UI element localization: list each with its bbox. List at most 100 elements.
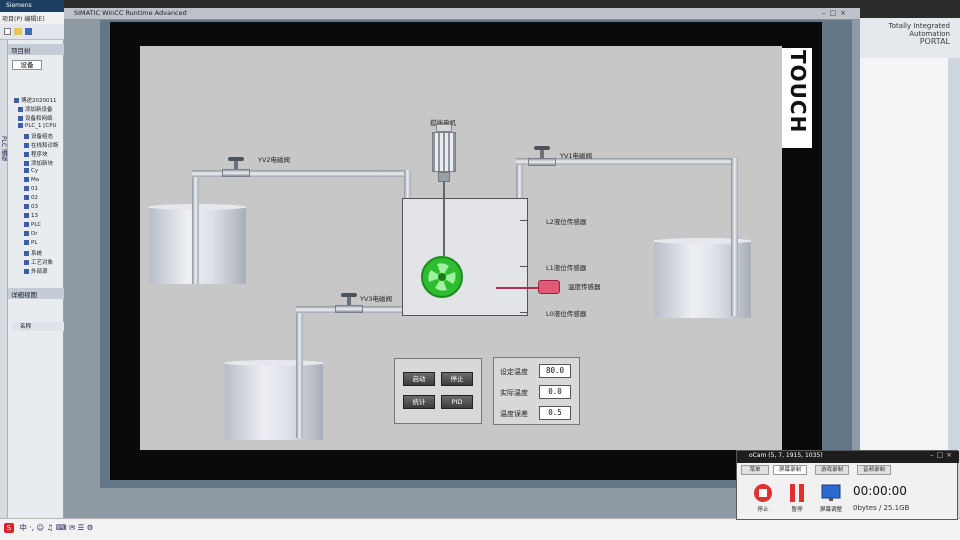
motor-base (438, 172, 450, 182)
tree-item[interactable]: 系统 (12, 249, 64, 257)
tia-project-pane: Siemens 项目(P) 编辑(E) PLC 编程 项目树 设备 博途2020… (0, 0, 64, 520)
ocam-window-controls[interactable]: –□× (930, 451, 955, 459)
tree-item-label: 13 (31, 213, 38, 219)
details-column-name: 名称 (12, 322, 64, 331)
tree-node-icon (24, 177, 29, 182)
valve-yv1-label: YV1电磁阀 (560, 152, 593, 160)
ocam-stop-label: 停止 (757, 507, 769, 513)
taskbar-tray-items[interactable]: 中 ·, ☺ ♫ ⌨ ✉ ☰ ⚙ (19, 523, 94, 532)
valve-yv1[interactable] (528, 146, 556, 166)
set-temp-field[interactable]: 80.0 (539, 364, 571, 378)
count-button[interactable]: 统计 (403, 395, 435, 409)
tree-item-label: PL (31, 240, 38, 246)
stir-motor[interactable] (432, 124, 456, 182)
valve-yv2[interactable] (222, 157, 250, 177)
sensor-l1-tick (520, 266, 528, 267)
tree-item[interactable]: PLC (12, 222, 64, 230)
temp-error-label: 温度误差 (500, 410, 528, 418)
tree-node-icon (24, 168, 29, 173)
tree-item-label: 设备组态 (31, 134, 54, 140)
tia-title: Siemens (6, 2, 32, 9)
valve-yv3[interactable] (335, 293, 363, 313)
tree-item-label: 外部源 (31, 269, 48, 275)
tree-node-icon (24, 231, 29, 236)
details-view-header[interactable]: 详细视图 (8, 288, 64, 299)
valve-handle (228, 157, 244, 161)
tree-item[interactable]: 添加新设备 (12, 105, 64, 113)
valve-stem (347, 296, 351, 305)
tree-item[interactable]: 13 (12, 213, 64, 221)
tree-item[interactable]: 程序块 (12, 150, 64, 158)
tree-item[interactable]: 外部源 (12, 267, 64, 275)
tree-item[interactable]: Dr (12, 231, 64, 239)
tia-task-vertical-tabs[interactable] (948, 58, 960, 518)
parameter-panel: 设定温度 80.0 实际温度 0.0 温度误差 0.5 (493, 357, 580, 425)
maximize-icon[interactable]: □ (829, 9, 841, 17)
tree-item[interactable]: 01 (12, 186, 64, 194)
stop-button[interactable]: 停止 (441, 372, 473, 386)
motor-barrel (432, 132, 456, 172)
tree-item-label: Dr (31, 231, 38, 237)
tree-item[interactable]: 设备和网络 (12, 114, 64, 122)
sensor-l2-label: L2液位传感器 (546, 218, 587, 226)
save-icon[interactable] (25, 28, 32, 35)
vertical-tab-plc[interactable]: PLC 编程 (0, 136, 7, 162)
open-folder-icon[interactable] (14, 28, 22, 35)
window-controls[interactable]: –□× (822, 9, 850, 17)
sensor-l1-label: L1液位传感器 (546, 264, 587, 272)
tree-item[interactable]: Ma (12, 177, 64, 185)
panel-brand-text: TOUCH (786, 50, 810, 134)
tree-item[interactable]: 设备组态 (12, 132, 64, 140)
close-icon[interactable]: × (840, 9, 850, 17)
tree-node-icon (18, 116, 23, 121)
tree-item-label: 博途2020011 (21, 98, 57, 104)
temp-probe-head (538, 280, 560, 294)
pause-icon (790, 484, 804, 502)
tree-item[interactable]: PL (12, 240, 64, 248)
ocam-title: oCam (5, 7, 1915, 1035) (749, 452, 823, 459)
tree-item-label: 在线和诊断 (31, 143, 59, 149)
tree-item-label: 02 (31, 195, 38, 201)
tree-item[interactable]: 工艺对象 (12, 258, 64, 266)
tree-node-icon (14, 98, 19, 103)
tia-toolbar[interactable] (0, 24, 64, 40)
tree-node-icon (24, 204, 29, 209)
tree-node-icon (24, 260, 29, 265)
ocam-tab-game-record[interactable]: 游戏录制 (815, 465, 849, 475)
tree-item[interactable]: 添加新块 (12, 159, 64, 167)
tree-item[interactable]: 03 (12, 204, 64, 212)
new-project-icon[interactable] (4, 28, 11, 35)
tree-item[interactable]: 02 (12, 195, 64, 203)
project-tree-header: 项目树 (8, 44, 64, 55)
tree-node-icon (24, 143, 29, 148)
tree-item[interactable]: 博途2020011 (12, 96, 64, 104)
taskbar: S 中 ·, ☺ ♫ ⌨ ✉ ☰ ⚙ (0, 518, 960, 540)
sogou-ime-icon[interactable]: S (4, 523, 14, 533)
tree-item[interactable]: PLC_1 [CPU (12, 123, 64, 131)
ocam-tab-screen-record[interactable]: 屏幕录制 (773, 465, 807, 475)
tree-node-icon (24, 152, 29, 157)
ocam-stop-button[interactable]: 停止 (749, 483, 777, 519)
pid-button[interactable]: PID (441, 395, 473, 409)
minimize-icon[interactable]: – (822, 9, 830, 17)
runtime-titlebar[interactable]: SIMATIC WinCC Runtime Advanced –□× (64, 8, 860, 20)
ocam-tab-audio-record[interactable]: 音频录制 (857, 465, 891, 475)
taskbar-tray[interactable]: S 中 ·, ☺ ♫ ⌨ ✉ ☰ ⚙ (4, 522, 93, 533)
ocam-tab-menu[interactable]: 菜单 (741, 465, 769, 475)
pipe-yv2-horizontal (192, 170, 406, 177)
tab-devices[interactable]: 设备 (12, 60, 42, 70)
start-button[interactable]: 启动 (403, 372, 435, 386)
tree-item[interactable]: Cy (12, 168, 64, 176)
ocam-pause-button[interactable]: 暂停 (783, 483, 811, 519)
tree-node-icon (18, 107, 23, 112)
tia-menubar[interactable]: 项目(P) 编辑(E) (0, 12, 64, 24)
tia-brand: Totally Integrated Automation PORTAL (859, 22, 950, 46)
tree-item-label: 系统 (31, 251, 43, 257)
tree-item-label: PLC_1 [CPU (25, 123, 57, 129)
ocam-titlebar[interactable]: oCam (5, 7, 1915, 1035) –□× (737, 451, 959, 463)
temp-error-field[interactable]: 0.5 (539, 406, 571, 420)
ocam-screen-adjust-button[interactable]: 屏幕调整 (817, 483, 845, 519)
tree-item[interactable]: 在线和诊断 (12, 141, 64, 149)
tree-node-icon (24, 222, 29, 227)
tia-vertical-tab-strip[interactable]: PLC 编程 (0, 40, 8, 520)
